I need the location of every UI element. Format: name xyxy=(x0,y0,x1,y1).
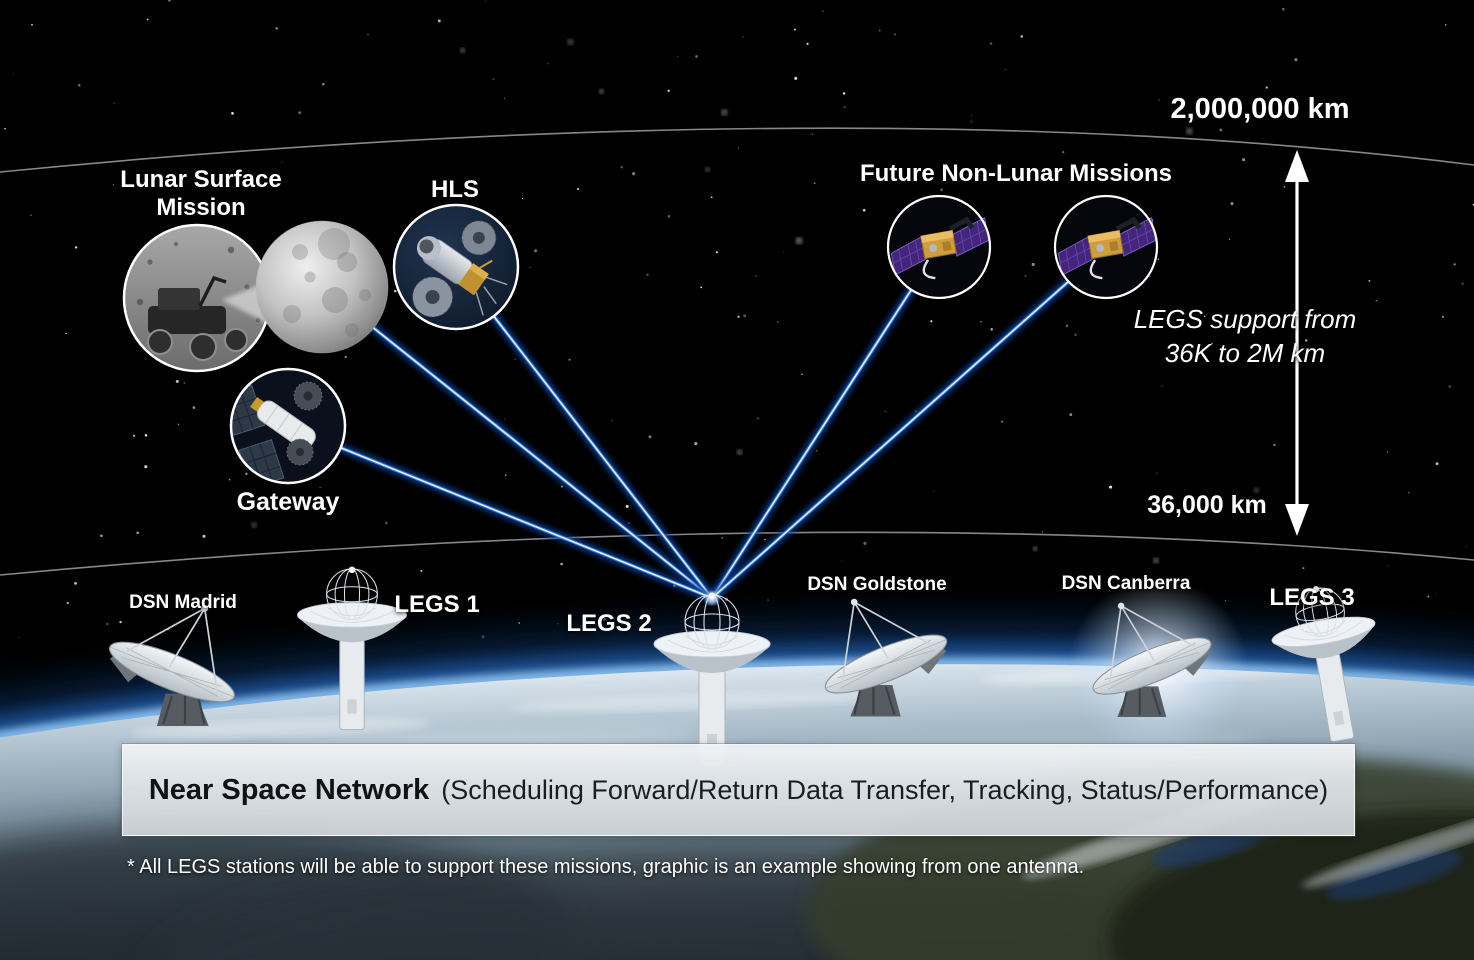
outer-distance-label: 2,000,000 km xyxy=(1170,93,1350,125)
hls-image xyxy=(392,203,520,331)
moon-image xyxy=(255,220,389,354)
lunar-surface-mission-label: Lunar Surface Mission xyxy=(120,166,282,221)
legs-1-label: LEGS 1 xyxy=(394,591,480,618)
beam-to-gateway xyxy=(287,423,717,603)
future-non-lunar-label: Future Non-Lunar Missions xyxy=(860,160,1172,187)
lunar-surface-mission-image xyxy=(122,223,272,373)
legs-2-label: LEGS 2 xyxy=(566,610,652,637)
near-space-network-banner: Near Space Network (Scheduling Forward/R… xyxy=(122,744,1355,836)
hls-label: HLS xyxy=(431,176,479,203)
beam-to-hls xyxy=(453,265,717,603)
beam-to-satellite-1 xyxy=(707,245,942,603)
beam-to-satellite-2 xyxy=(707,245,1109,603)
banner-subtitle: (Scheduling Forward/Return Data Transfer… xyxy=(441,774,1329,805)
legs-3-label: LEGS 3 xyxy=(1269,584,1355,611)
dsn-madrid-label: DSN Madrid xyxy=(129,592,237,613)
banner-title: Near Space Network xyxy=(148,773,430,806)
dsn-canberra-label: DSN Canberra xyxy=(1061,573,1191,594)
footnote: * All LEGS stations will be able to supp… xyxy=(127,856,1085,878)
inner-distance-label: 36,000 km xyxy=(1147,491,1267,519)
legs-support-range-label: LEGS support from 36K to 2M km xyxy=(1133,304,1357,368)
comm-beams xyxy=(287,245,1109,604)
beam-to-lunar-surface xyxy=(321,285,717,603)
range-arrow xyxy=(1285,150,1309,536)
outer-altitude-arc xyxy=(0,127,1474,173)
dsn-goldstone-label: DSN Goldstone xyxy=(807,574,947,595)
gateway-label: Gateway xyxy=(236,488,340,516)
